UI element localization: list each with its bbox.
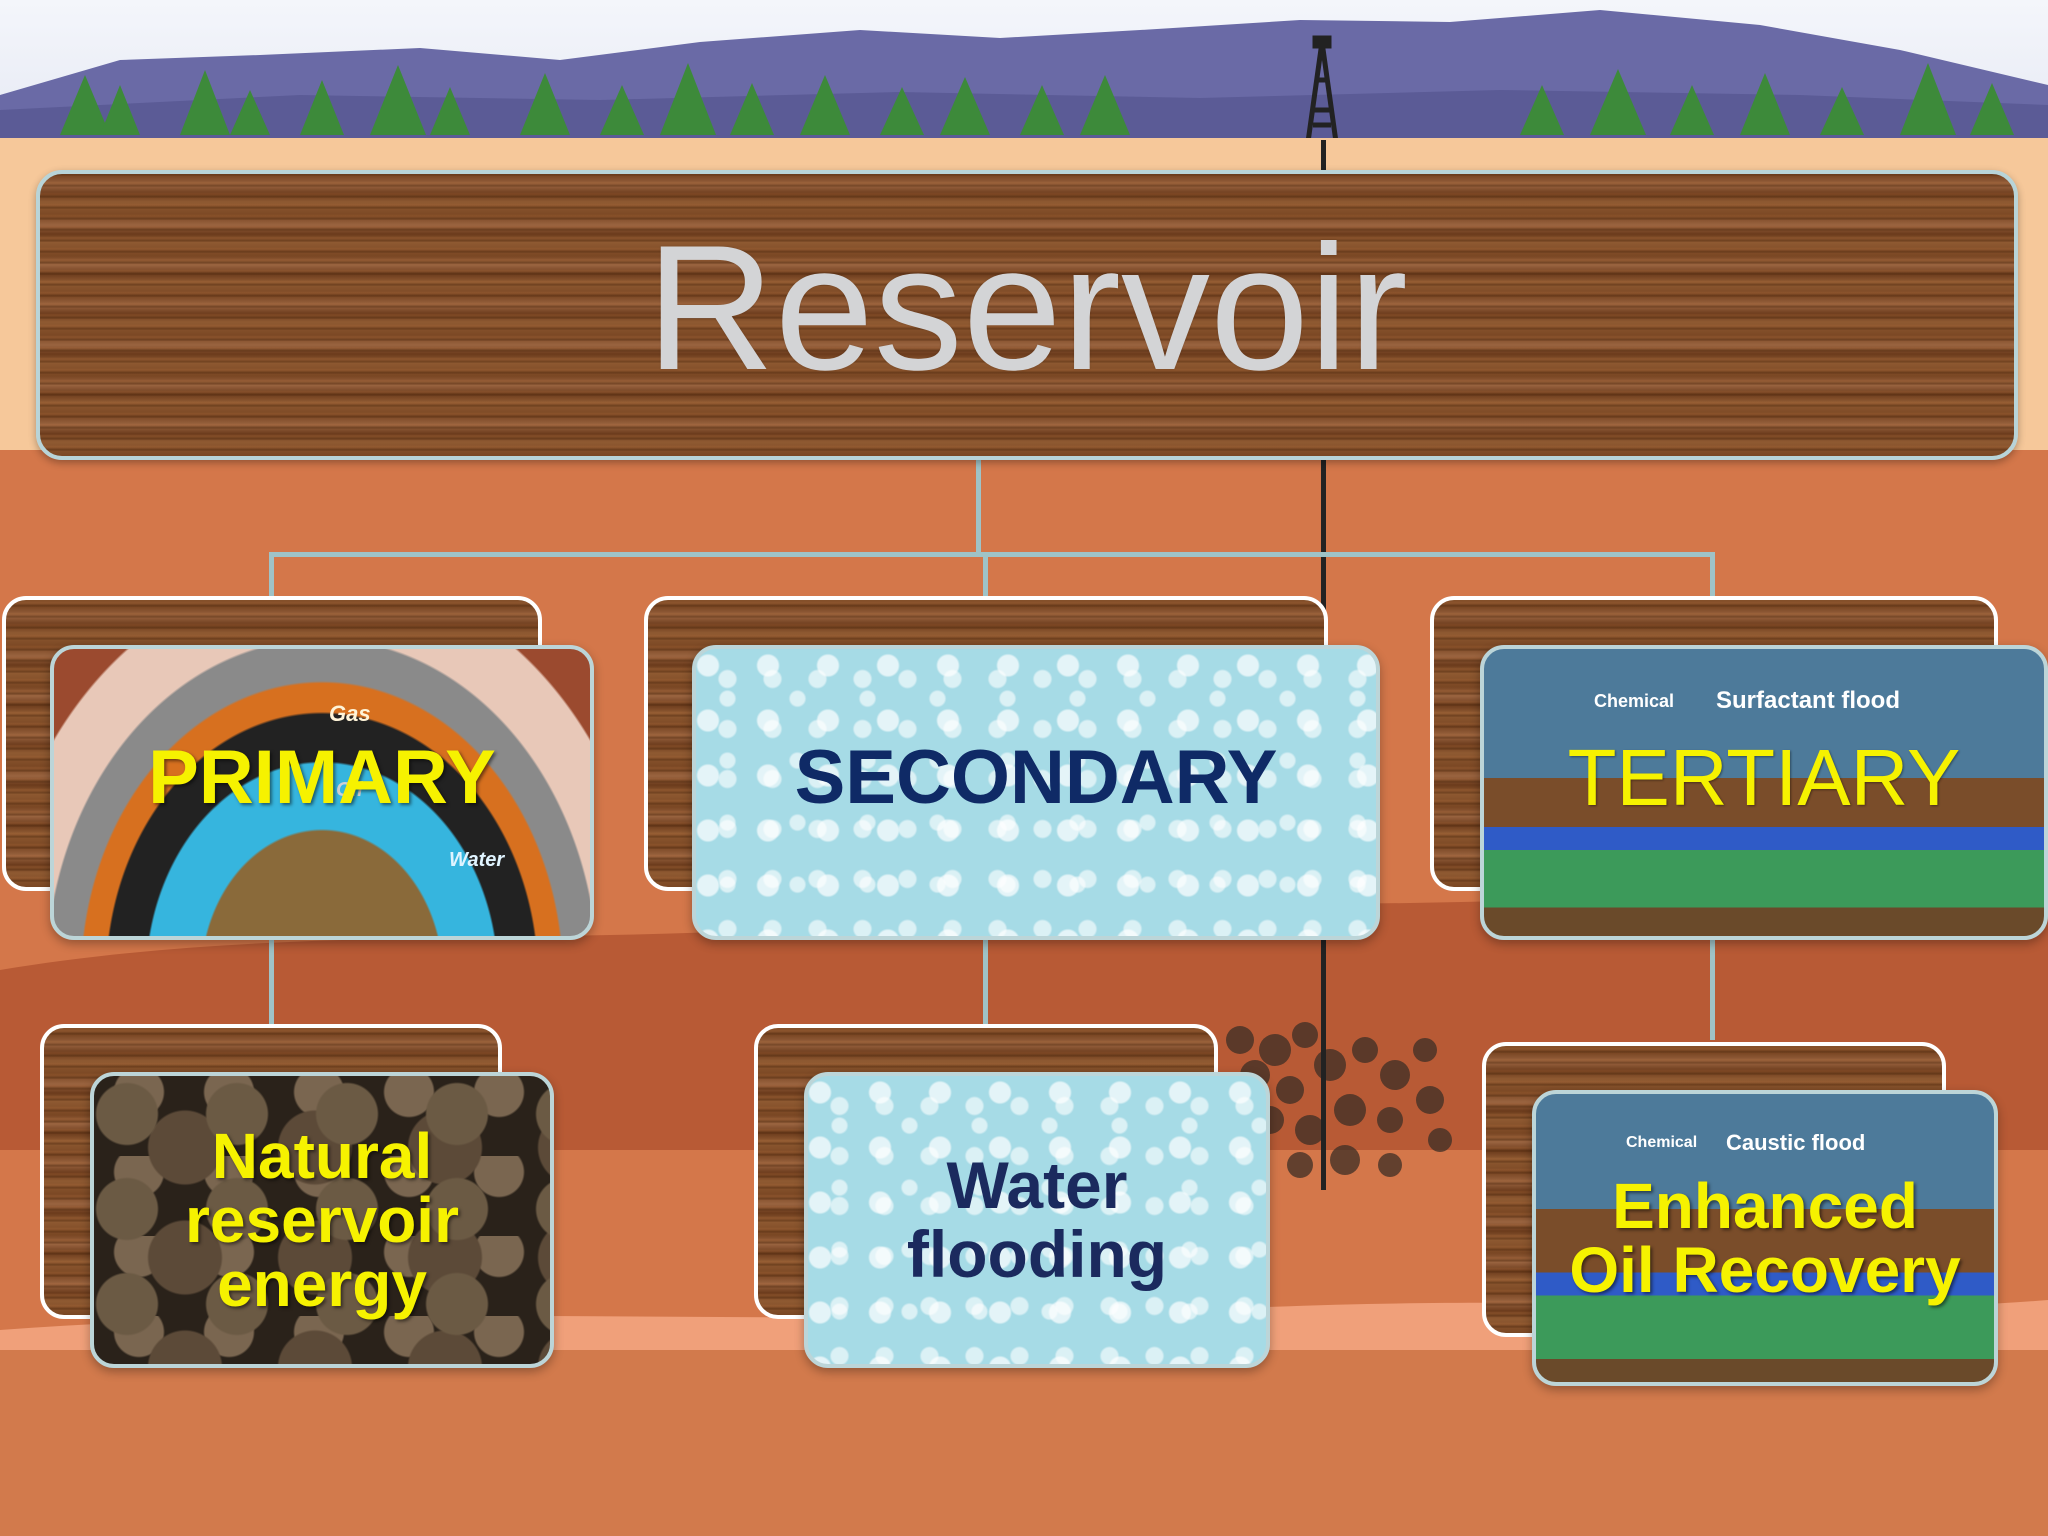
tertiary-child-node: Chemical Caustic flood Enhanced Oil Reco… [1532,1090,1998,1386]
connector-tertiary-child [1710,935,1715,1040]
gas-label: Gas [329,701,371,726]
primary-child-node: Natural reservoir energy [90,1072,554,1368]
connector-secondary [983,552,988,602]
tertiary-label: TERTIARY [1567,732,1961,822]
eor-chemical-label: Chemical [1626,1134,1698,1151]
eor-caustic-label: Caustic flood [1726,1130,1866,1155]
trees [60,63,2014,135]
tertiary-node: Chemical Surfactant flood TERTIARY [1480,645,2048,940]
connector-root [976,458,981,554]
secondary-child-label: Water flooding [906,1147,1168,1291]
tertiary-child-label: Enhanced Oil Recovery [1569,1170,1961,1306]
secondary-node: SECONDARY [692,645,1380,940]
connector-secondary-child [983,935,988,1025]
tertiary-chemical-label: Chemical [1594,691,1675,711]
oil-label: Oil [336,779,363,801]
primary-label: PRIMARY [148,735,496,820]
primary-child-label: Natural reservoir energy [185,1120,459,1320]
tertiary-surfactant-label: Surfactant flood [1716,687,1900,714]
secondary-label: SECONDARY [794,735,1278,820]
connector-primary [269,552,274,602]
secondary-child-node: Water flooding [804,1072,1270,1368]
mountains-landscape [0,10,2048,145]
connector-horizontal [269,552,1715,557]
connector-primary-child [269,935,274,1025]
water-label: Water [449,849,505,871]
connector-tertiary [1710,552,1715,602]
root-node: Reservoir [36,170,2018,460]
root-label: Reservoir [646,208,1408,407]
primary-node: Gas Oil Water PRIMARY [50,645,594,940]
